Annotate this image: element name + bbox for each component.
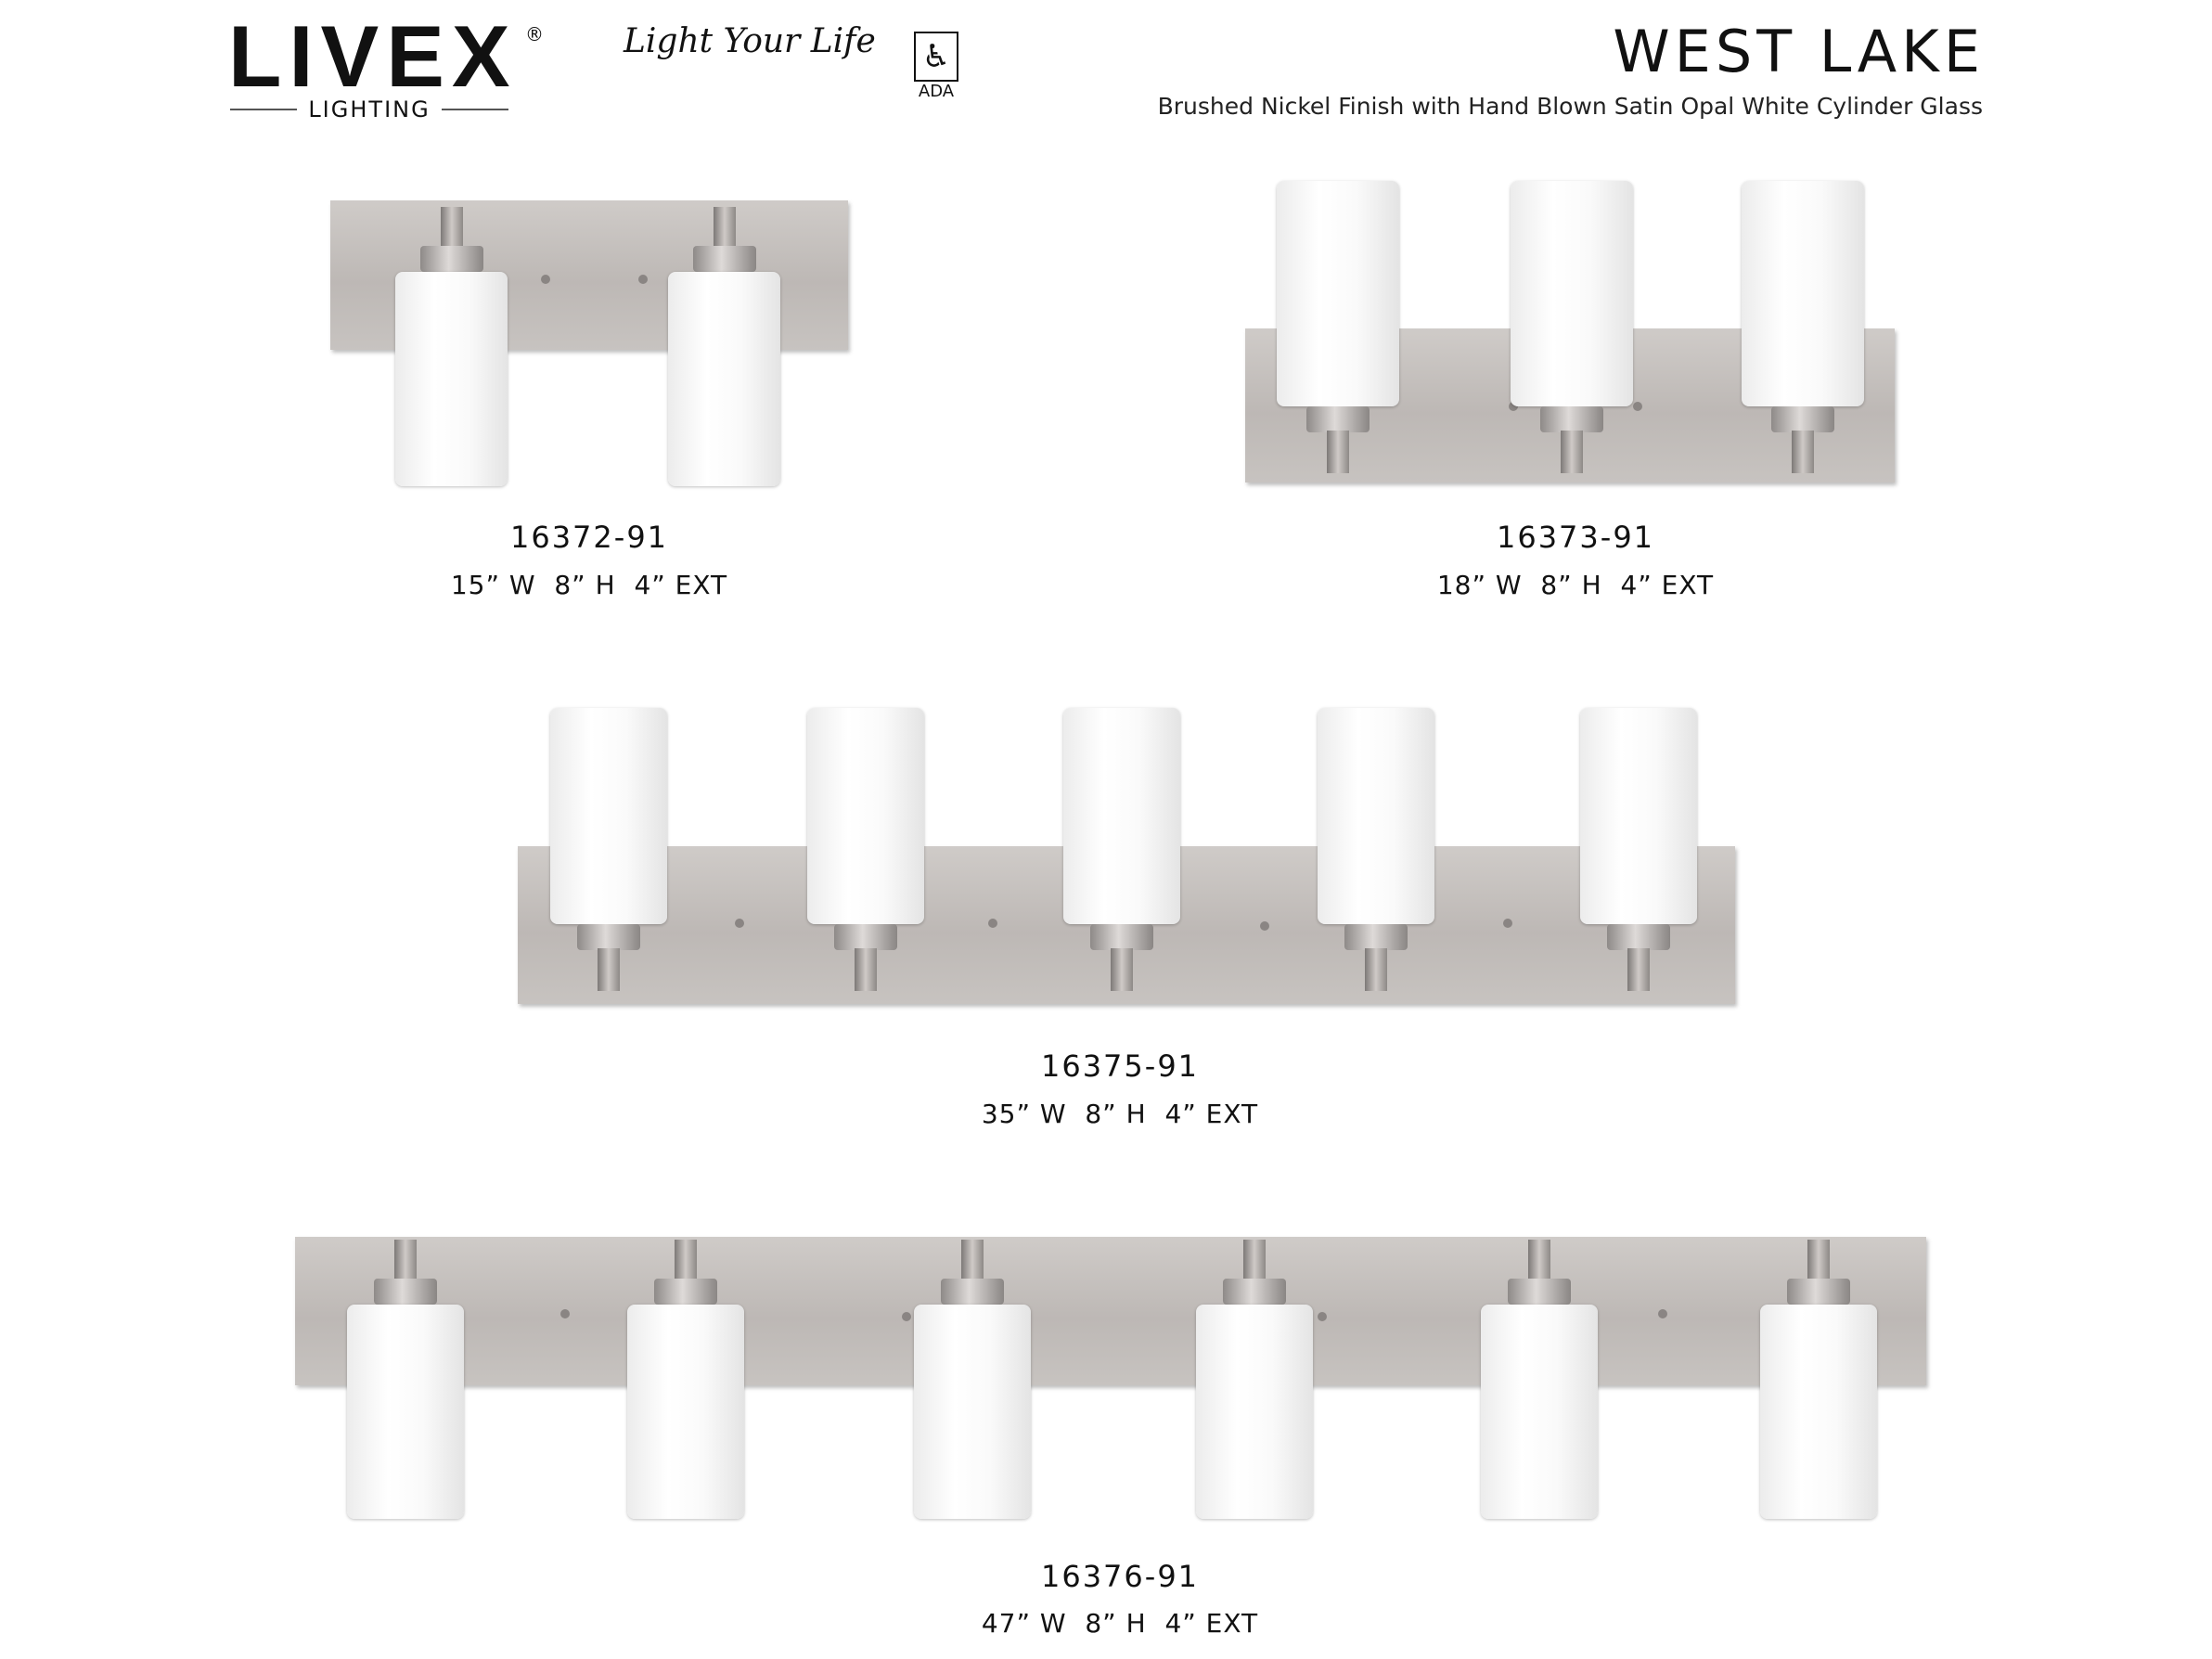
collection-title: WEST LAKE bbox=[1613, 18, 1985, 85]
glass-shade bbox=[1277, 181, 1399, 406]
backplate bbox=[295, 1237, 1926, 1385]
socket-cup bbox=[1090, 924, 1153, 950]
arm bbox=[675, 1240, 697, 1286]
arm bbox=[394, 1240, 417, 1286]
arm bbox=[1792, 431, 1814, 473]
mounting-screw bbox=[638, 275, 648, 284]
glass-shade bbox=[1196, 1305, 1313, 1519]
brand-sub: LIGHTING bbox=[230, 96, 509, 122]
socket-cup bbox=[1540, 406, 1603, 432]
socket-cup bbox=[1223, 1279, 1286, 1305]
glass-shade bbox=[1318, 708, 1434, 924]
socket-cup bbox=[1508, 1279, 1571, 1305]
tagline: Light Your Life bbox=[624, 22, 876, 60]
socket-cup bbox=[692, 246, 756, 272]
registered-mark: ® bbox=[525, 23, 544, 45]
model-number: 16373-91 bbox=[1496, 520, 1655, 555]
arm bbox=[855, 948, 877, 991]
arm bbox=[1365, 948, 1387, 991]
ada-badge: ♿ ADA bbox=[914, 32, 958, 101]
socket-cup bbox=[1771, 406, 1834, 432]
socket-cup bbox=[1306, 406, 1370, 432]
brand-sub-text: LIGHTING bbox=[308, 96, 431, 122]
glass-shade bbox=[807, 708, 924, 924]
arm bbox=[1111, 948, 1133, 991]
socket-cup bbox=[654, 1279, 717, 1305]
wheelchair-icon: ♿ bbox=[914, 32, 958, 82]
dimensions: 15” W 8” H 4” EXT bbox=[450, 570, 728, 600]
arm bbox=[1561, 431, 1583, 473]
brand-logo: LIVEX bbox=[228, 7, 518, 105]
glass-shade bbox=[1481, 1305, 1598, 1519]
glass-shade bbox=[914, 1305, 1031, 1519]
mounting-screw bbox=[1318, 1312, 1327, 1321]
dimensions: 35” W 8” H 4” EXT bbox=[981, 1099, 1259, 1129]
glass-shade bbox=[627, 1305, 744, 1519]
mounting-screw bbox=[1260, 921, 1269, 931]
mounting-screw bbox=[560, 1309, 570, 1318]
arm bbox=[440, 207, 463, 253]
arm bbox=[961, 1240, 984, 1286]
glass-shade bbox=[347, 1305, 464, 1519]
mounting-screw bbox=[541, 275, 550, 284]
model-number: 16372-91 bbox=[509, 520, 669, 555]
glass-shade bbox=[550, 708, 667, 924]
dimensions: 18” W 8” H 4” EXT bbox=[1436, 570, 1715, 600]
arm bbox=[713, 207, 736, 253]
mounting-screw bbox=[735, 919, 744, 928]
arm bbox=[1807, 1240, 1830, 1286]
socket-cup bbox=[1787, 1279, 1850, 1305]
glass-shade bbox=[395, 272, 508, 486]
glass-shade bbox=[1742, 181, 1864, 406]
mounting-screw bbox=[1633, 402, 1642, 411]
glass-shade bbox=[1760, 1305, 1877, 1519]
mounting-screw bbox=[1509, 402, 1518, 411]
socket-cup bbox=[834, 924, 897, 950]
socket-cup bbox=[941, 1279, 1004, 1305]
socket-cup bbox=[577, 924, 640, 950]
arm bbox=[1627, 948, 1650, 991]
mounting-screw bbox=[1658, 1309, 1667, 1318]
arm bbox=[598, 948, 620, 991]
mounting-screw bbox=[902, 1312, 911, 1321]
socket-cup bbox=[374, 1279, 437, 1305]
socket-cup bbox=[1344, 924, 1408, 950]
arm bbox=[1327, 431, 1349, 473]
finish-description: Brushed Nickel Finish with Hand Blown Sa… bbox=[1157, 93, 1983, 120]
glass-shade bbox=[1511, 181, 1633, 406]
glass-shade bbox=[1063, 708, 1180, 924]
dimensions: 47” W 8” H 4” EXT bbox=[981, 1608, 1259, 1639]
arm bbox=[1528, 1240, 1550, 1286]
socket-cup bbox=[419, 246, 483, 272]
glass-shade bbox=[668, 272, 780, 486]
arm bbox=[1243, 1240, 1266, 1286]
glass-shade bbox=[1580, 708, 1697, 924]
socket-cup bbox=[1607, 924, 1670, 950]
mounting-screw bbox=[988, 919, 997, 928]
model-number: 16375-91 bbox=[1040, 1048, 1200, 1084]
mounting-screw bbox=[1503, 919, 1512, 928]
model-number: 16376-91 bbox=[1040, 1559, 1200, 1594]
ada-label: ADA bbox=[918, 82, 955, 101]
